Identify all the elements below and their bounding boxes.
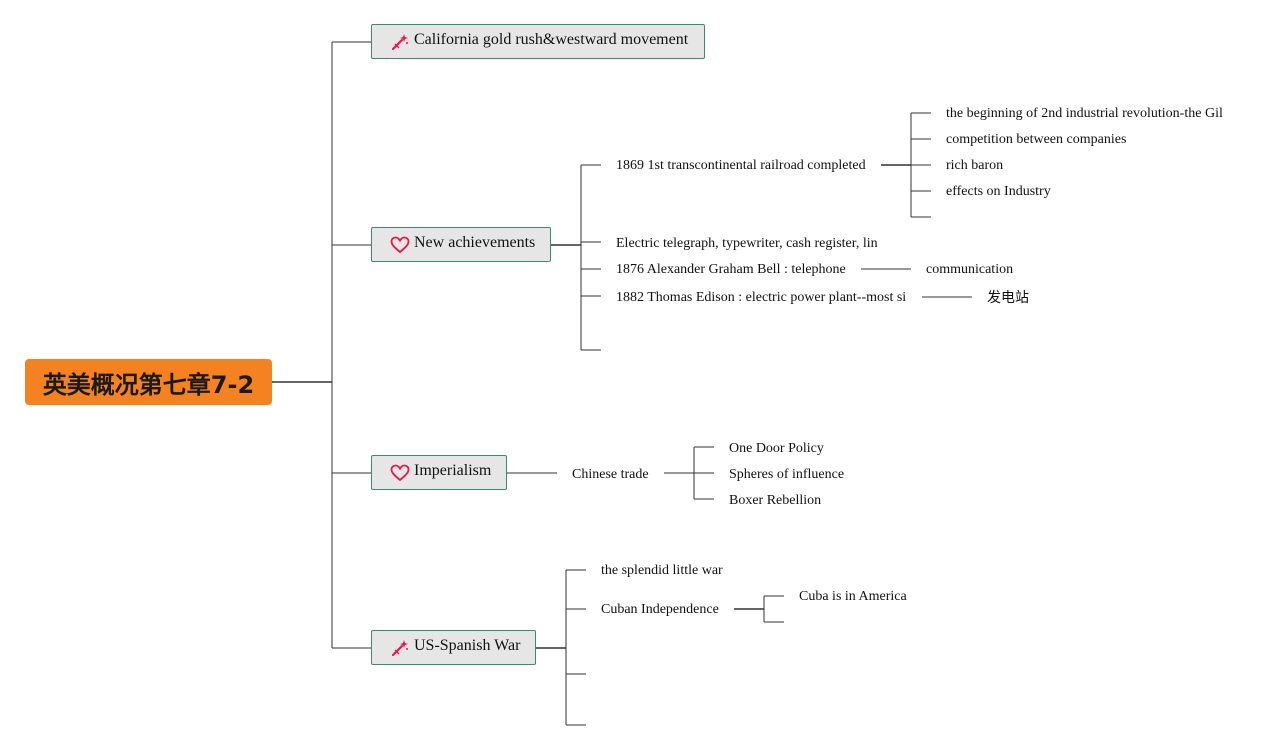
topic-cuban-child[interactable]: Cuba is in America [799,589,907,604]
branch-gold-rush[interactable]: California gold rush&westward movement [371,24,705,59]
branch-imperialism[interactable]: Imperialism [371,455,507,490]
heart-icon [390,463,410,483]
topic-splendid-war[interactable]: the splendid little war [601,563,723,578]
branch-gold-rush-label: California gold rush&westward movement [414,30,689,48]
magic-wand-icon [390,638,410,658]
branch-imperialism-label: Imperialism [414,461,492,479]
topic-chinese-trade-child-1[interactable]: One Door Policy [729,441,824,456]
branch-us-spanish-war[interactable]: US-Spanish War [371,630,536,665]
topic-cuban-independence[interactable]: Cuban Independence [601,602,719,617]
magic-wand-icon [390,32,410,52]
topic-railroad-child-3[interactable]: rich baron [946,158,1004,173]
topic-edison-child[interactable]: 发电站 [987,290,1029,306]
topic-chinese-trade-child-3[interactable]: Boxer Rebellion [729,493,822,508]
branch-us-spanish-war-label: US-Spanish War [414,636,521,654]
branch-new-achievements[interactable]: New achievements [371,227,551,262]
topic-railroad-child-1[interactable]: the beginning of 2nd industrial revoluti… [946,106,1223,121]
branch-new-achievements-label: New achievements [414,233,536,251]
topic-bell[interactable]: 1876 Alexander Graham Bell : telephone [616,262,846,277]
topic-railroad-child-2[interactable]: competition between companies [946,132,1127,147]
topic-railroad[interactable]: 1869 1st transcontinental railroad compl… [616,158,866,173]
topic-edison[interactable]: 1882 Thomas Edison : electric power plan… [616,290,907,305]
topic-bell-child[interactable]: communication [926,262,1014,277]
root-topic-label: 英美概况第七章7-2 [42,370,255,399]
heart-icon [390,235,410,255]
topic-railroad-child-4[interactable]: effects on Industry [946,184,1051,199]
topic-telegraph[interactable]: Electric telegraph, typewriter, cash reg… [616,236,878,251]
topic-chinese-trade[interactable]: Chinese trade [572,467,649,482]
root-topic[interactable]: 英美概况第七章7-2 [25,359,272,405]
topic-chinese-trade-child-2[interactable]: Spheres of influence [729,467,845,482]
